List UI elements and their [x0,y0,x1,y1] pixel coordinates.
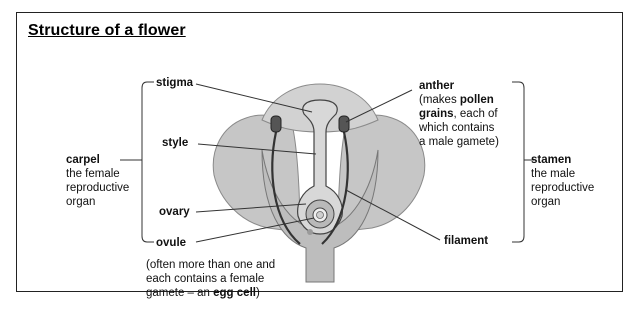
right-anther [339,116,349,132]
carpel-bracket [142,82,154,242]
style-label: style [162,136,188,150]
stamen-desc-line: the male [531,167,594,181]
carpel-desc-line: the female [66,167,129,181]
anther-note-line: grains, each of [419,107,499,121]
carpel-label: carpel [66,153,129,167]
anther-annotation: anther (makes pollen grains, each of whi… [419,79,499,149]
stamen-desc-line: organ [531,195,594,209]
carpel-annotation: carpel the female reproductive organ [66,153,129,209]
ovule-note-line: each contains a female [146,272,275,286]
ovule-note: (often more than one and each contains a… [146,258,275,300]
ovule-note-line: gamete – an egg cell) [146,286,275,300]
filament-label: filament [444,234,488,248]
stigma-label: stigma [156,76,193,90]
carpel-desc-line: reproductive [66,181,129,195]
stamen-annotation: stamen the male reproductive organ [531,153,594,209]
stamen-label: stamen [531,153,594,167]
carpel-desc-line: organ [66,195,129,209]
anther-note-line: (makes pollen [419,93,499,107]
stamen-bracket [512,82,524,242]
left-anther [271,116,281,132]
anther-note-line: a male gamete) [419,135,499,149]
stamen-desc-line: reproductive [531,181,594,195]
anther-label: anther [419,79,499,93]
ovule-note-line: (often more than one and [146,258,275,272]
ovule-label: ovule [156,236,186,250]
ovary-label: ovary [159,205,190,219]
anther-note-line: which contains [419,121,499,135]
small-ovule [307,229,313,235]
